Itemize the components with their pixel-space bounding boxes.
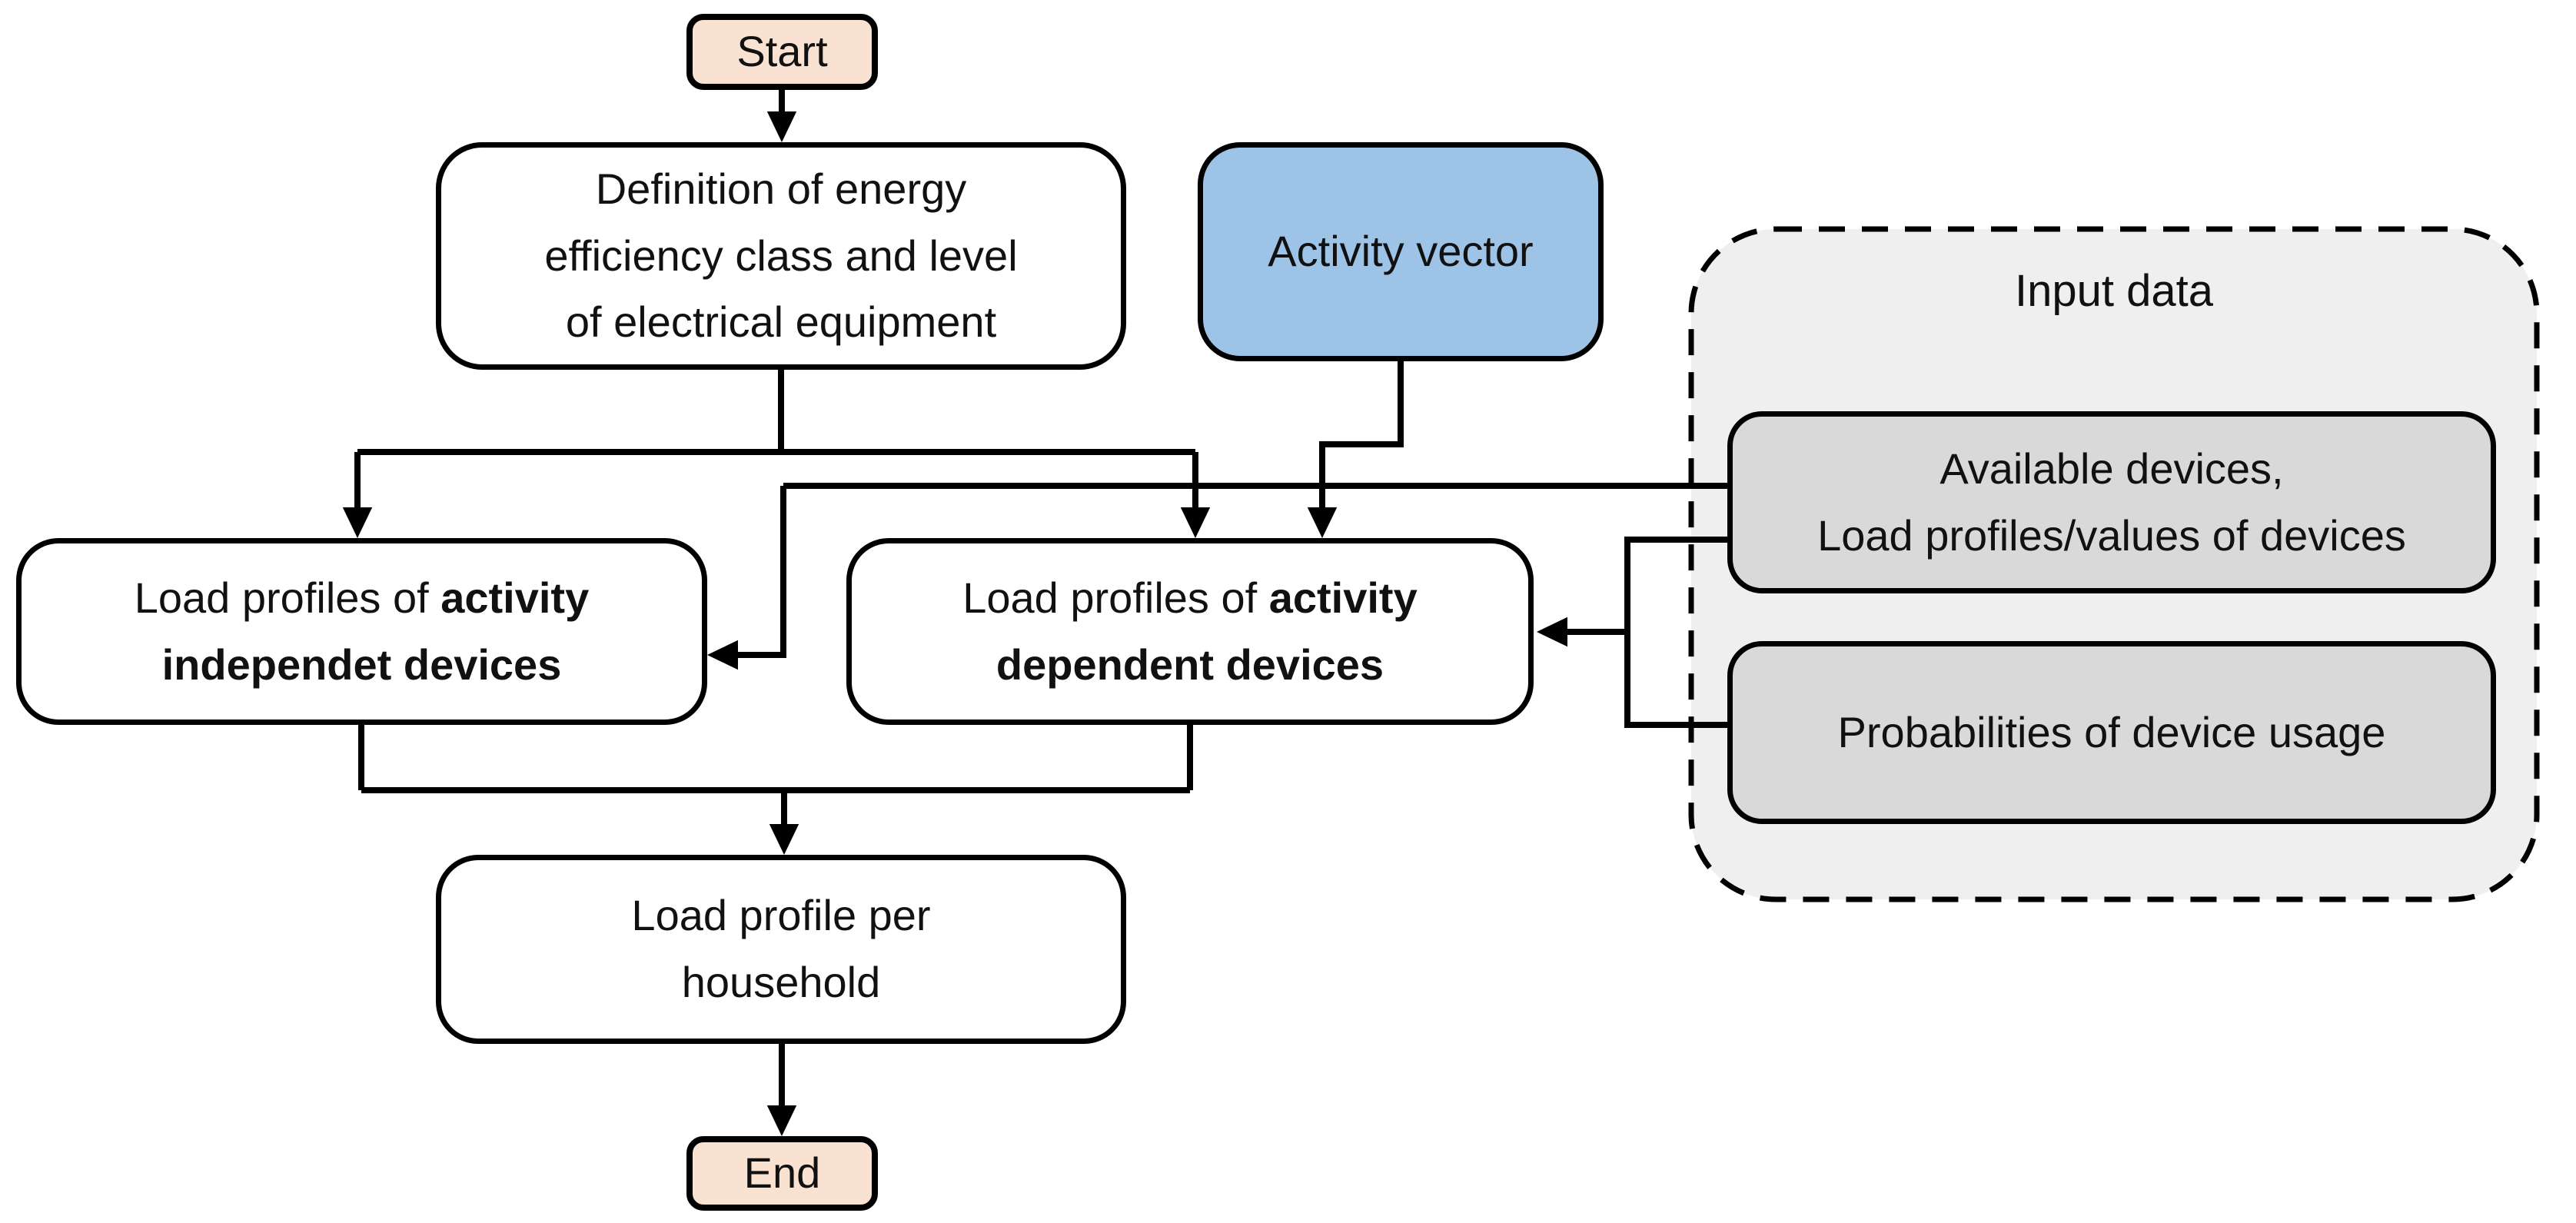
dependent-devices-label: Load profiles of activity dependent devi… [879,565,1501,699]
dependent-label-prefix: Load profiles of [962,573,1269,622]
arrow-into-independent-right [707,486,786,670]
available-devices-box: Available devices, Load profiles/values … [1727,411,2496,593]
activity-vector-label: Activity vector [1268,227,1534,276]
definition-label: Definition of energy efficiency class an… [544,164,1018,347]
arrow-activity-to-dependent [1307,360,1404,538]
household-label: Load profile per household [631,891,931,1006]
definition-node: Definition of energy efficiency class an… [436,142,1126,370]
dependent-devices-node: Load profiles of activity dependent devi… [846,538,1534,725]
line-merge [358,725,1193,793]
household-node: Load profile per household [436,855,1126,1044]
end-node: End [686,1136,878,1211]
input-data-group-title: Input data [2015,266,2213,316]
start-label: Start [736,27,828,76]
end-label: End [743,1148,821,1198]
independent-label-prefix: Load profiles of [134,573,441,622]
probabilities-label: Probabilities of device usage [1837,707,2386,756]
dependent-label-bold: activity dependent devices [995,573,1418,689]
available-devices-label: Available devices, Load profiles/values … [1817,444,2406,560]
activity-vector-node: Activity vector [1198,142,1604,361]
probabilities-box: Probabilities of device usage [1727,641,2496,824]
input-data-group-border [1688,226,2540,902]
independent-label-bold: activity independet devices [161,573,590,689]
independent-devices-node: Load profiles of activity independet dev… [16,538,707,725]
independent-devices-label: Load profiles of activity independet dev… [49,565,674,699]
start-node: Start [686,14,878,90]
